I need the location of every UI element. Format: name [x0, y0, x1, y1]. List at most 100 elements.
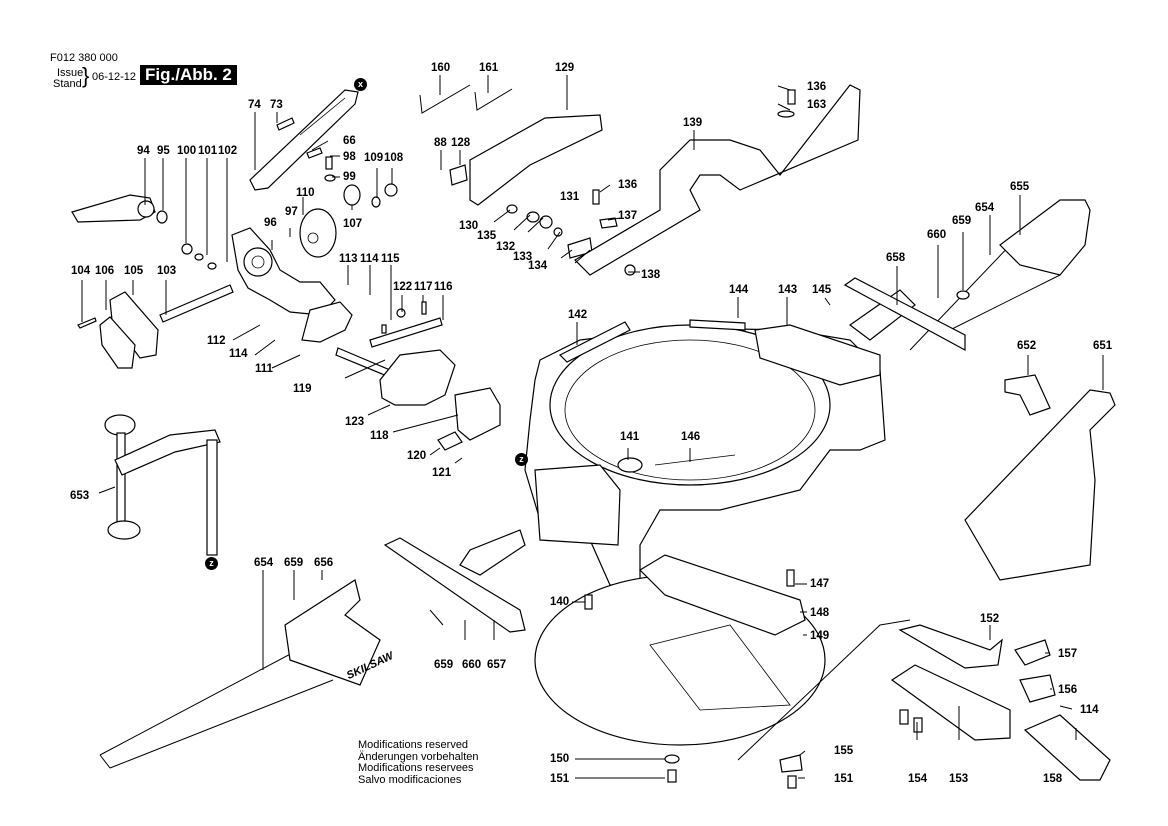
- fasteners: [181, 117, 427, 334]
- note-line: Salvo modificaciones: [358, 773, 462, 786]
- part-label: 130: [459, 220, 479, 232]
- marker-z-icon: z: [205, 557, 218, 570]
- small-parts: [449, 89, 796, 276]
- part-label: 146: [681, 431, 701, 443]
- hex-key-part: [419, 84, 471, 114]
- part-label: 74: [248, 99, 261, 111]
- part-label: 138: [641, 269, 661, 281]
- marker-z-icon: z: [515, 453, 528, 466]
- part-label: 110: [296, 187, 315, 199]
- part-label: 150: [550, 753, 570, 765]
- part-label: 659: [284, 557, 304, 569]
- part-label: 145: [812, 284, 832, 296]
- bevel-plate-part: [301, 301, 353, 343]
- note-line: Modifications reserved: [358, 739, 469, 751]
- part-number: F012 380 000: [50, 52, 118, 64]
- part-label: 111: [255, 363, 273, 375]
- part-label: 155: [834, 745, 854, 757]
- part-label: 122: [393, 281, 413, 293]
- part-label: 660: [927, 229, 947, 241]
- part-label: 66: [343, 135, 356, 147]
- part-label: 659: [434, 659, 454, 671]
- note-line: Modifications reservees: [358, 762, 474, 774]
- part-label: 161: [479, 62, 499, 74]
- knob-cover-part: [77, 291, 159, 369]
- part-label: 654: [975, 202, 995, 214]
- lock-assembly-parts: [584, 569, 1111, 789]
- right-support-part: [843, 199, 1091, 352]
- part-label: 113: [339, 253, 358, 265]
- part-label: 149: [810, 630, 830, 642]
- part-label: 157: [1058, 648, 1078, 660]
- turntable-housing-part: [524, 319, 886, 586]
- part-label: 654: [254, 557, 274, 569]
- note-line: Änderungen vorbehalten: [358, 750, 479, 763]
- part-label: 94: [137, 145, 150, 157]
- brace-glyph: }: [82, 63, 90, 88]
- hold-down-clamp-part: [104, 414, 221, 556]
- dust-bag-part: [964, 389, 1116, 581]
- part-label: 114: [1080, 704, 1099, 716]
- part-label: 118: [370, 430, 389, 442]
- part-label: 655: [1010, 181, 1030, 193]
- part-label: 116: [434, 281, 453, 293]
- lever-handle-part: [71, 194, 168, 224]
- extension-support-part: [99, 579, 381, 769]
- arm-plate-part: [249, 89, 359, 191]
- part-label: 109: [364, 152, 384, 164]
- part-label: 114: [229, 348, 248, 360]
- part-label: 117: [414, 281, 433, 293]
- part-label: 154: [908, 773, 928, 785]
- part-label: 133: [513, 251, 533, 263]
- part-label: 142: [568, 309, 588, 321]
- part-label: 102: [218, 145, 238, 157]
- lock-part: [454, 387, 501, 441]
- part-label: 660: [462, 659, 482, 671]
- part-label: 97: [285, 206, 298, 218]
- part-label: 153: [949, 773, 969, 785]
- part-label: 106: [95, 265, 115, 277]
- part-label: 114: [360, 253, 379, 265]
- bracket-housing-part: [231, 184, 361, 316]
- part-label: 131: [560, 191, 580, 203]
- part-label: 651: [1093, 340, 1113, 352]
- part-label: 151: [834, 773, 854, 785]
- strip-part: [369, 317, 443, 348]
- part-label: 95: [157, 145, 170, 157]
- part-label: 119: [293, 383, 312, 395]
- leader-lines: [81, 75, 1104, 779]
- part-label: 657: [487, 659, 507, 671]
- stand-label: Stand: [53, 78, 82, 90]
- fence-part: [574, 84, 861, 276]
- part-label: 136: [618, 179, 638, 191]
- part-label: 96: [264, 217, 277, 229]
- part-label: 108: [384, 152, 404, 164]
- hex-key-part: [474, 88, 513, 111]
- marker-x-icon: x: [354, 78, 367, 91]
- dust-elbow-part: [1004, 374, 1051, 416]
- part-label: 120: [407, 450, 427, 462]
- rod-part: [335, 347, 391, 377]
- part-label: 105: [124, 265, 144, 277]
- shaft-part: [159, 284, 234, 323]
- part-label: 115: [381, 253, 400, 265]
- link-part: [437, 431, 463, 451]
- part-label: 653: [70, 490, 90, 502]
- part-label: 121: [432, 467, 452, 479]
- part-label: 139: [683, 117, 703, 129]
- block-part: [379, 349, 456, 406]
- part-label: 156: [1058, 684, 1078, 696]
- part-label: 135: [477, 230, 497, 242]
- part-label: 99: [343, 171, 356, 183]
- part-label: 88: [434, 137, 447, 149]
- part-label: 129: [555, 62, 575, 74]
- part-label: 152: [980, 613, 1000, 625]
- part-label: 73: [270, 99, 283, 111]
- part-label: 101: [198, 145, 218, 157]
- part-label: 128: [451, 137, 471, 149]
- part-label: 148: [810, 607, 830, 619]
- part-label: 659: [952, 215, 972, 227]
- part-label: 104: [71, 265, 91, 277]
- issue-date: 06-12-12: [92, 71, 137, 83]
